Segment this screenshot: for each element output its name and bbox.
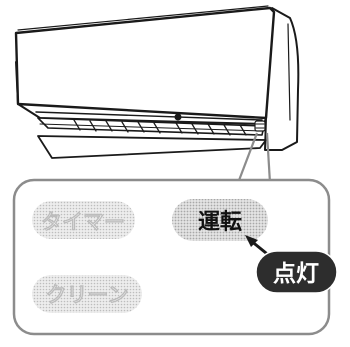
operation-indicator: 運転 [172, 199, 268, 241]
unit-side-edge [287, 23, 291, 121]
lit-callout-label: 点灯 [273, 261, 319, 287]
lit-callout-badge: 点灯 [255, 250, 338, 294]
zoom-callout-lines [236, 132, 272, 184]
unit-vent-slats [73, 119, 247, 136]
operation-indicator-label: 運転 [198, 209, 242, 235]
pointer-arrow [245, 235, 268, 255]
clean-indicator: クリーン [32, 275, 142, 313]
unit-lower-strip [35, 111, 263, 121]
timer-indicator-label: タイマー [41, 210, 125, 234]
unit-front-panel [14, 6, 276, 120]
unit-center-knob [174, 113, 182, 121]
unit-lower-flap [37, 135, 267, 159]
unit-louver [37, 117, 265, 136]
timer-indicator: タイマー [32, 201, 135, 239]
unit-top-edge [17, 5, 269, 31]
unit-indicator-window [254, 120, 266, 132]
clean-indicator-label: クリーン [46, 283, 129, 307]
air-conditioner-unit [14, 5, 300, 159]
